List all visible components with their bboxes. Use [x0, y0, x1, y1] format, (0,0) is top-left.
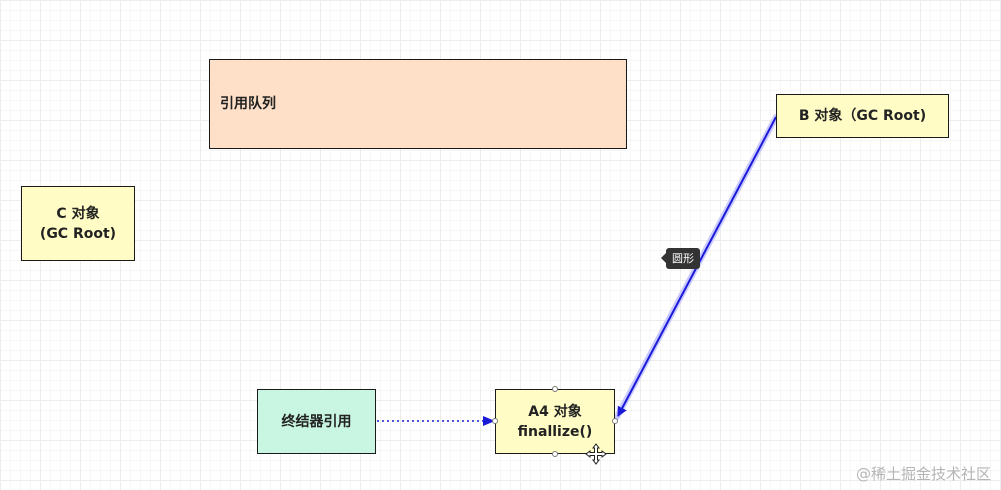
watermark-text: @稀土掘金技术社区 — [855, 465, 991, 483]
a4-handle-bottom[interactable] — [552, 451, 558, 457]
c-object-gc-root-node[interactable]: C 对象 (GC Root) — [21, 186, 135, 261]
a4-handle-left[interactable] — [492, 418, 498, 424]
a4-handle-top[interactable] — [552, 386, 558, 392]
b-object-label: B 对象（GC Root) — [798, 108, 927, 124]
shape-tooltip: 圆形 — [661, 248, 700, 269]
finalizer-reference-node[interactable]: 终结器引用 — [257, 389, 376, 454]
tooltip-text: 圆形 — [672, 252, 694, 265]
c-object-label: C 对象 (GC Root) — [39, 205, 117, 242]
a4-handle-right[interactable] — [612, 418, 618, 424]
b-object-gc-root-node[interactable]: B 对象（GC Root) — [776, 94, 949, 138]
reference-queue-label: 引用队列 — [220, 96, 276, 112]
move-cursor-icon — [585, 443, 607, 465]
finalizer-reference-label: 终结器引用 — [281, 413, 352, 430]
a4-object-label: A4 对象 finallize() — [517, 403, 593, 440]
watermark: @稀土掘金技术社区 — [856, 463, 991, 484]
reference-queue-node[interactable]: 引用队列 — [209, 59, 627, 149]
